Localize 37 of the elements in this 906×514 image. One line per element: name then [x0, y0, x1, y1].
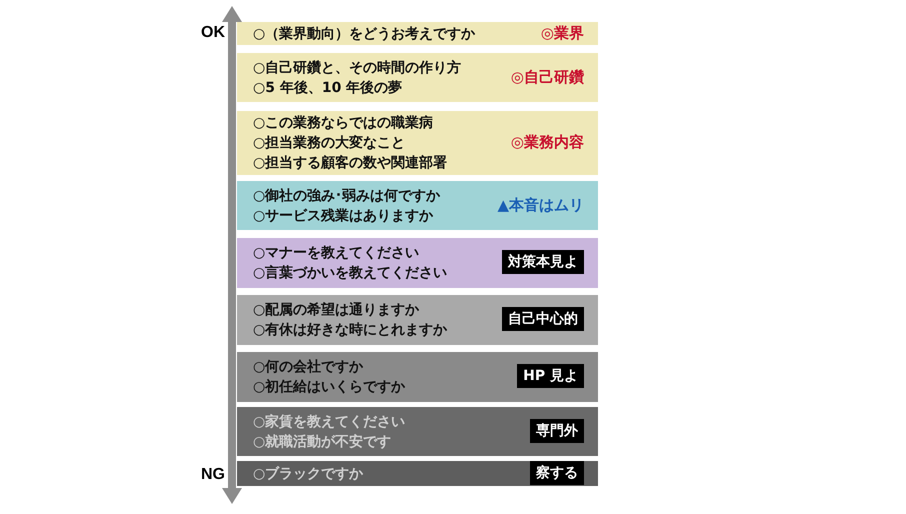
category-band — [237, 238, 598, 288]
category-band — [237, 53, 598, 102]
question-text: ○有休は好きな時にとれますか — [253, 321, 448, 340]
question-text: ○この業務ならではの職業病 — [253, 114, 434, 133]
scale-end-label: NG — [201, 466, 225, 484]
question-text: ○ブラックですか — [253, 464, 364, 484]
rating-text: ◎自己研鑽 — [510, 68, 584, 86]
category-band — [237, 295, 598, 345]
question-text: ○何の会社ですか — [253, 358, 364, 377]
question-text: ○担当業務の大変なこと — [253, 134, 406, 153]
rating-tag: 自己中心的 — [502, 307, 584, 331]
category-band — [237, 111, 598, 175]
rating-text: ◎業務内容 — [510, 133, 584, 152]
category-band — [237, 407, 598, 456]
question-text: ○サービス残業はありますか — [253, 206, 434, 226]
question-text: ○就職活動が不安です — [253, 432, 392, 452]
category-band — [237, 22, 598, 45]
question-text: ○配属の希望は通りますか — [253, 301, 420, 320]
question-text: ○マナーを教えてください — [253, 244, 420, 263]
category-band — [237, 461, 598, 486]
question-text: ○言葉づかいを教えてください — [253, 264, 448, 283]
rating-tag: 専門外 — [530, 418, 584, 442]
question-text: ○御社の強み･弱みは何ですか — [253, 186, 440, 206]
question-text: ○担当する顧客の数や関連部署 — [253, 154, 448, 173]
question-text: ○家賃を教えてください — [253, 412, 406, 432]
scale-end-label: OK — [201, 24, 225, 42]
rating-tag: HP 見よ — [517, 364, 584, 388]
rating-text: ◎業界 — [540, 24, 584, 42]
rating-tag: 察する — [530, 460, 584, 484]
question-text: ○（業界動向）をどうお考えですか — [253, 24, 476, 44]
rating-text: ▲本音はムリ — [497, 196, 584, 214]
question-text: ○自己研鑽と、その時間の作り方 — [253, 58, 462, 78]
category-band — [237, 181, 598, 230]
rating-tag: 対策本見よ — [502, 250, 584, 274]
category-band — [237, 352, 598, 402]
question-text: ○初任給はいくらですか — [253, 378, 406, 397]
question-text: ○5 年後、10 年後の夢 — [253, 78, 402, 98]
